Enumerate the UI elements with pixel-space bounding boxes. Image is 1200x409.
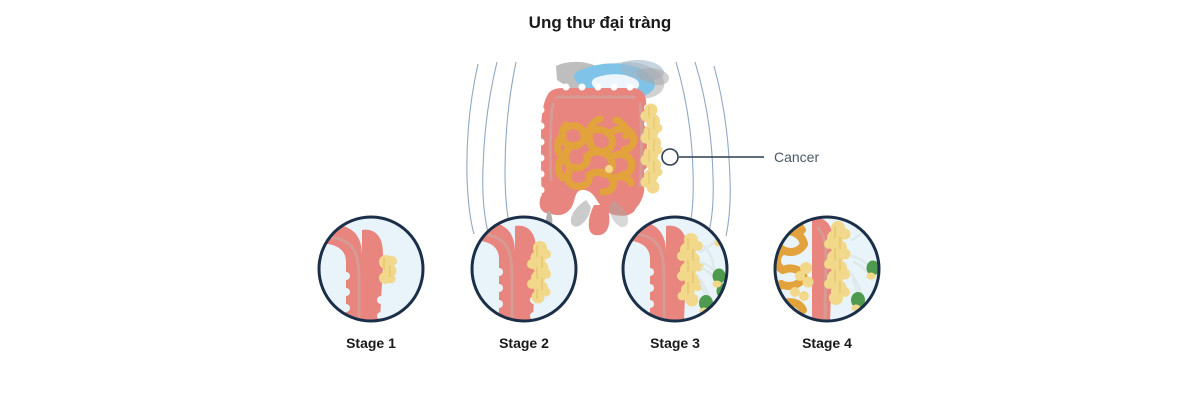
stage-circle-2: [470, 215, 578, 323]
stage-1-border: [317, 215, 425, 323]
stage-4-lumen-line: [816, 226, 828, 321]
stage-3-border: [621, 215, 729, 323]
stage-circle-4: [773, 215, 881, 323]
stage-3-haustra: [646, 268, 654, 308]
stage-4-label: Stage 4: [802, 335, 852, 351]
stage-2-colon-descending: [515, 225, 537, 321]
page-title: Ung thư đại tràng: [529, 13, 672, 32]
stage-2-tumor-texture: [536, 245, 543, 299]
callout-marker-circle: [661, 148, 679, 166]
body-outline: [466, 61, 731, 237]
main-anatomy-illustration: [466, 59, 731, 237]
stage-2-border: [470, 215, 578, 323]
stage-4-tumor-texture: [834, 226, 841, 293]
colon-lumen-line: [548, 95, 643, 188]
stage-2-content: [472, 220, 551, 321]
callout-label: Cancer: [774, 149, 819, 165]
stage-1-tumor-texture: [383, 258, 391, 277]
stage-1-lumen-line: [320, 236, 361, 321]
stage-3-tumor-texture: [687, 238, 694, 294]
stage-1-tumor: [379, 255, 397, 284]
stage-1-haustra: [342, 272, 385, 320]
stage-1-colon-descending: [362, 229, 384, 321]
stage-2-lumen-line: [473, 233, 514, 321]
cecum: [539, 195, 558, 214]
stage-2-label: Stage 2: [499, 335, 549, 351]
small-intestine: [554, 115, 638, 196]
stage-1-content: [319, 223, 397, 321]
cancer-callout: Cancer: [661, 148, 819, 166]
cancer-tumor-mass: [640, 103, 663, 194]
pelvic-shadow-right: [609, 200, 628, 228]
stage-3-label: Stage 3: [650, 335, 700, 351]
sigmoid-colon: [588, 205, 610, 236]
stage-1-colon: [319, 223, 362, 321]
stage-circle-1: [317, 215, 425, 323]
duodenum-shadow: [635, 68, 669, 85]
stage-1-label: Stage 1: [346, 335, 396, 351]
stage-3-colon: [623, 220, 666, 321]
pelvic-shadow-left: [570, 200, 591, 227]
stage-4-border: [773, 215, 881, 323]
tumor-seed-small: [605, 165, 613, 173]
stage-4-metastasis-deposits: [790, 262, 814, 301]
rectum-curve: [605, 196, 637, 216]
tumor-texture-lines: [648, 106, 655, 184]
stage-3-lumen-line: [626, 233, 666, 321]
